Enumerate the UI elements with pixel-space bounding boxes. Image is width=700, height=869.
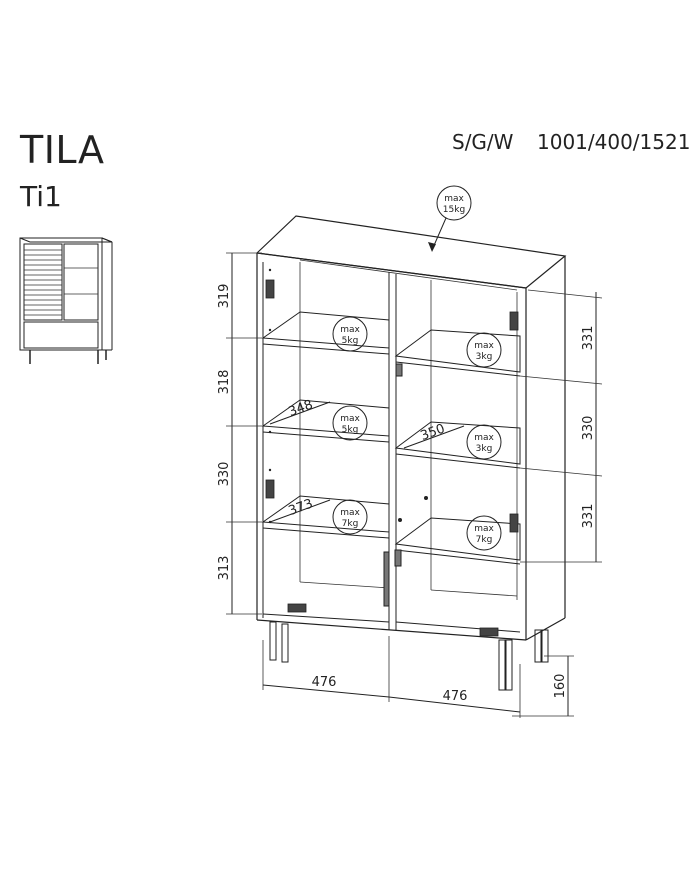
svg-text:373: 373 [287, 496, 315, 519]
right-shelves [394, 329, 521, 565]
left-height-dimensions: 319 318 330 313 [217, 252, 262, 615]
width-dimensions: 476 476 [262, 636, 521, 718]
svg-text:7kg: 7kg [342, 519, 359, 529]
thumbnail-cabinet [19, 237, 113, 364]
model-code: Ti1 [20, 180, 62, 213]
load-label-shelf-right-1: max 3kg [466, 332, 502, 368]
load-label-shelf-left-2: max 5kg [332, 405, 368, 441]
load-label-shelf-right-2: max 3kg [466, 424, 502, 460]
svg-text:318: 318 [217, 370, 232, 395]
svg-text:max: max [474, 341, 494, 351]
spec-value: 1001/400/1521 [537, 130, 691, 154]
right-height-dimensions: 331 330 331 [519, 289, 603, 563]
svg-text:3kg: 3kg [476, 352, 493, 362]
door-handles [383, 363, 403, 607]
svg-text:313: 313 [217, 556, 232, 581]
load-label-shelf-left-1: max 5kg [332, 316, 368, 352]
svg-text:max: max [474, 433, 494, 443]
svg-text:max: max [444, 194, 464, 204]
leg-height-dimension: 160 [512, 655, 574, 717]
product-title: TILA [20, 128, 105, 172]
legs [269, 621, 549, 691]
svg-text:319: 319 [217, 284, 232, 309]
load-label-top: max 15kg [436, 185, 472, 221]
svg-text:5kg: 5kg [342, 336, 359, 346]
svg-text:max: max [340, 508, 360, 518]
shelf-pins [268, 268, 428, 524]
load-label-shelf-left-3: max 7kg [332, 499, 368, 535]
spec-label: S/G/W [452, 130, 514, 154]
svg-text:330: 330 [217, 462, 232, 487]
svg-text:476: 476 [312, 675, 337, 690]
svg-text:331: 331 [581, 326, 596, 351]
svg-text:330: 330 [581, 416, 596, 441]
load-label-shelf-right-3: max 7kg [466, 515, 502, 551]
svg-text:3kg: 3kg [476, 444, 493, 454]
svg-text:348: 348 [287, 397, 315, 420]
svg-text:max: max [340, 325, 360, 335]
svg-text:max: max [340, 414, 360, 424]
thumbnail-slatted-door [23, 243, 63, 321]
left-shelves [261, 311, 390, 539]
main-cabinet [255, 215, 567, 641]
svg-text:160: 160 [553, 674, 568, 699]
svg-text:max: max [474, 524, 494, 534]
hinges [265, 279, 519, 637]
svg-text:350: 350 [419, 421, 447, 444]
depth-dimension-right: 350 [403, 421, 465, 449]
svg-text:7kg: 7kg [476, 535, 493, 545]
svg-text:15kg: 15kg [443, 205, 465, 215]
svg-text:5kg: 5kg [342, 425, 359, 435]
svg-text:476: 476 [443, 689, 468, 704]
svg-text:331: 331 [581, 504, 596, 529]
